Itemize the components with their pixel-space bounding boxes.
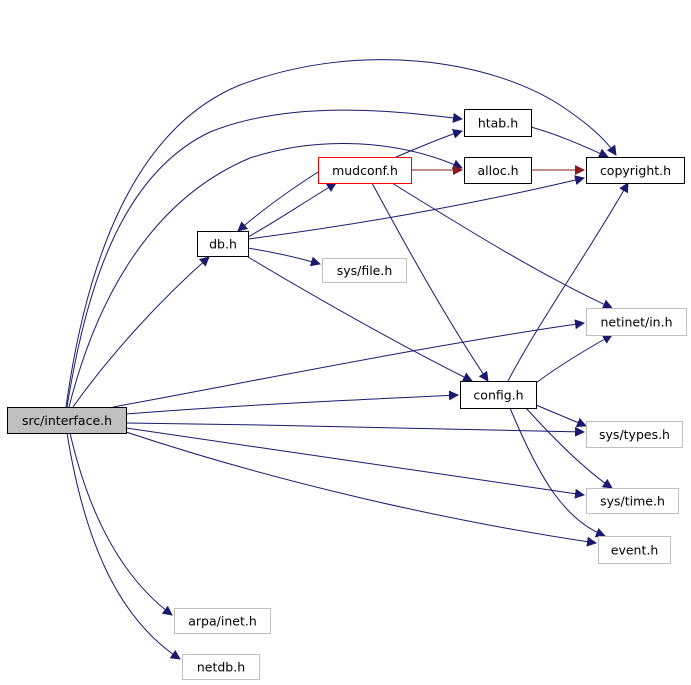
edge-mudconf-h-to-htab-h xyxy=(395,128,463,158)
edge-config-h-to-copyright-h xyxy=(507,182,629,382)
edges-layer xyxy=(65,59,629,660)
edge-src-interface-h-to-event-h xyxy=(125,431,597,547)
node-copyright-h[interactable]: copyright.h xyxy=(586,157,685,184)
node-box xyxy=(586,157,685,184)
edge-mudconf-h-to-config-h xyxy=(371,182,489,382)
node-box xyxy=(586,308,687,336)
node-db-h[interactable]: db.h xyxy=(197,231,249,257)
edge-src-interface-h-to-arpa-inet-h xyxy=(69,432,173,616)
node-box xyxy=(322,258,407,283)
node-label: arpa/inet.h xyxy=(188,614,257,629)
edge-src-interface-h-to-copyright-h xyxy=(65,59,617,408)
node-sys-time-h[interactable]: sys/time.h xyxy=(586,488,679,514)
edge-src-interface-h-to-sys-types-h xyxy=(125,422,585,437)
node-label: netinet/in.h xyxy=(600,315,672,330)
node-mudconf-h[interactable]: mudconf.h xyxy=(318,157,412,184)
edge-src-interface-h-to-netinet-in-h xyxy=(112,319,585,408)
node-label: event.h xyxy=(611,543,659,558)
edge-src-interface-h-to-htab-h xyxy=(66,109,463,408)
edge-src-interface-h-to-config-h xyxy=(125,390,459,415)
node-box xyxy=(197,231,249,257)
node-box xyxy=(7,407,127,434)
node-netdb-h[interactable]: netdb.h xyxy=(182,654,260,680)
node-label: sys/types.h xyxy=(599,427,670,442)
node-label: db.h xyxy=(209,237,237,252)
node-src-interface-h[interactable]: src/interface.h xyxy=(7,407,127,434)
edge-config-h-to-sys-time-h xyxy=(525,407,613,489)
edge-config-h-to-netinet-in-h xyxy=(535,334,613,384)
node-label: sys/time.h xyxy=(600,494,665,509)
node-label: copyright.h xyxy=(600,163,671,178)
node-label: alloc.h xyxy=(477,163,518,178)
node-box xyxy=(318,157,412,184)
node-netinet-in-h[interactable]: netinet/in.h xyxy=(586,308,687,336)
node-box xyxy=(586,421,683,448)
node-sys-file-h[interactable]: sys/file.h xyxy=(322,258,407,283)
edge-htab-h-to-copyright-h xyxy=(530,126,609,158)
nodes-layer: src/interface.h db.h mudconf.h htab.h alloc.… xyxy=(7,109,687,680)
node-label: htab.h xyxy=(478,116,518,131)
node-htab-h[interactable]: htab.h xyxy=(464,109,532,137)
edge-db-h-to-config-h xyxy=(247,256,473,382)
node-event-h[interactable]: event.h xyxy=(598,536,671,564)
node-box xyxy=(182,654,260,680)
edge-src-interface-h-to-db-h xyxy=(72,256,210,408)
node-box xyxy=(174,608,271,634)
node-box xyxy=(460,381,537,409)
node-label: sys/file.h xyxy=(337,263,393,278)
edge-db-h-to-sys-file-h xyxy=(247,247,321,267)
node-box xyxy=(464,109,532,137)
node-label: mudconf.h xyxy=(332,163,398,178)
edge-db-h-to-copyright-h xyxy=(247,175,585,240)
node-box xyxy=(586,488,679,514)
edge-db-h-to-mudconf-h xyxy=(247,182,337,238)
edge-config-h-to-event-h xyxy=(509,407,606,538)
node-arpa-inet-h[interactable]: arpa/inet.h xyxy=(174,608,271,634)
node-box xyxy=(598,536,671,564)
edge-src-interface-h-to-netdb-h xyxy=(66,432,181,660)
edge-config-h-to-sys-types-h xyxy=(535,404,587,428)
node-label: src/interface.h xyxy=(22,413,112,428)
node-box xyxy=(464,157,532,184)
node-label: config.h xyxy=(473,388,523,403)
node-config-h[interactable]: config.h xyxy=(460,381,537,409)
edge-src-interface-h-to-sys-time-h xyxy=(125,427,585,499)
edge-src-interface-h-to-alloc-h xyxy=(68,143,463,408)
node-label: netdb.h xyxy=(197,660,245,675)
node-alloc-h[interactable]: alloc.h xyxy=(464,157,532,184)
node-sys-types-h[interactable]: sys/types.h xyxy=(586,421,683,448)
edge-mudconf-h-to-db-h xyxy=(237,171,319,232)
edge-mudconf-h-to-netinet-in-h xyxy=(391,182,613,309)
